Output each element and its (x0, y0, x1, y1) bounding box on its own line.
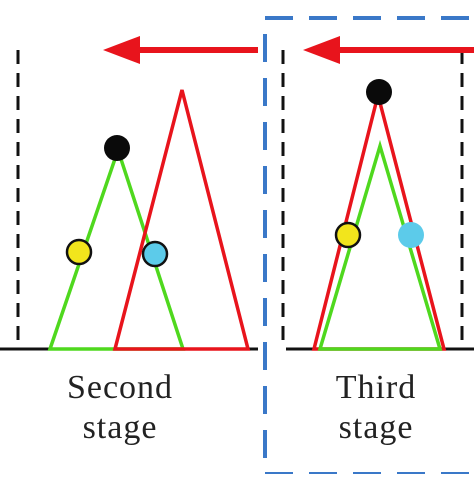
yellow-dot-third (334, 221, 362, 249)
second-stage-label-line2: stage (82, 409, 158, 446)
black-dot-second (104, 135, 130, 161)
third-stage-label: Third stage (316, 368, 436, 448)
red-triangle-second (112, 89, 251, 351)
arrow-second-stage (103, 36, 258, 64)
second-stage-label-line1: Second (66, 369, 174, 406)
third-stage-label-line2: stage (338, 409, 414, 446)
cyan-dot-third (398, 222, 424, 248)
cyan-dot-second (141, 240, 169, 268)
third-stage-label-line1: Third (335, 369, 417, 406)
second-stage-label: Second stage (40, 368, 200, 448)
black-dot-third (366, 79, 392, 105)
yellow-dot-second (65, 238, 93, 266)
arrow-third-stage (303, 36, 474, 64)
red-triangle-third (311, 94, 447, 351)
